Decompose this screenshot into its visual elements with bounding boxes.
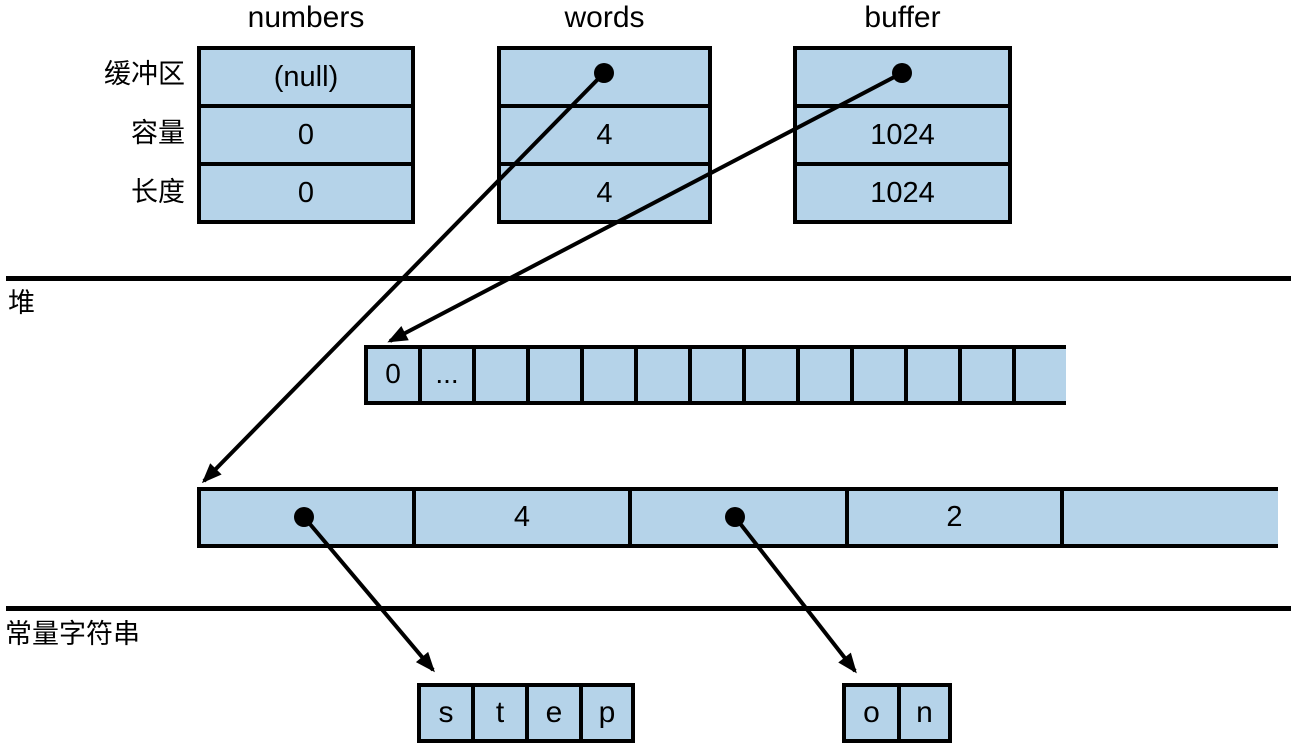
string-on: o n: [842, 683, 952, 743]
byte-cell: [908, 349, 962, 401]
words-capacity-cell: 4: [501, 104, 708, 162]
heap-byte-array: 0 ...: [364, 345, 1066, 405]
string-step: s t e p: [417, 683, 635, 743]
byte-cell: [746, 349, 800, 401]
byte-cell: [962, 349, 1016, 401]
numbers-buffer-cell: (null): [273, 61, 339, 93]
byte-cell: [638, 349, 692, 401]
const-strings-label: 常量字符串: [5, 619, 140, 649]
stack-table-words: 4 4: [497, 46, 712, 224]
words-buffer-cell: [501, 50, 708, 104]
vec-cell-length-on: 2: [849, 491, 1064, 544]
char-cell: p: [598, 696, 616, 729]
column-title-words: words: [564, 1, 645, 34]
char-cell: s: [421, 687, 475, 739]
row-label-buffer-field: 缓冲区: [104, 59, 185, 89]
char-cell: t: [475, 687, 529, 739]
stack-table-buffer: 1024 1024: [793, 46, 1012, 224]
vec-cell-open-end: [1064, 491, 1278, 544]
byte-cell: [584, 349, 638, 401]
buffer-buffer-cell: [797, 50, 1008, 104]
row-label-capacity: 容量: [131, 118, 185, 148]
byte-cell: ...: [422, 349, 476, 401]
char-cell: n: [916, 696, 933, 729]
char-cell: o: [846, 687, 901, 739]
byte-cell: [854, 349, 908, 401]
heap-label: 堆: [8, 288, 35, 318]
numbers-capacity-cell: 0: [201, 104, 411, 162]
vec-cell-pointer-step: [201, 491, 416, 544]
char-cell: e: [529, 687, 583, 739]
byte-cell: [530, 349, 584, 401]
column-title-numbers: numbers: [247, 1, 365, 34]
column-title-buffer: buffer: [864, 1, 941, 34]
buffer-capacity-cell: 1024: [797, 104, 1008, 162]
const-divider: [6, 606, 1291, 611]
byte-cell: [476, 349, 530, 401]
vec-cell-pointer-on: [632, 491, 849, 544]
byte-cell: [692, 349, 746, 401]
words-length-cell: 4: [501, 162, 708, 220]
buffer-length-cell: 1024: [797, 162, 1008, 220]
heap-divider: [6, 276, 1291, 281]
row-label-length: 长度: [131, 177, 185, 207]
vec-cell-length-step: 4: [416, 491, 632, 544]
numbers-length-cell: 0: [201, 162, 411, 220]
byte-cell: 0: [368, 349, 422, 401]
byte-cell-open-end: [1016, 349, 1066, 401]
stack-table-numbers: (null) 0 0: [197, 46, 415, 224]
heap-vec-array: 4 2: [197, 487, 1278, 548]
byte-cell: [800, 349, 854, 401]
